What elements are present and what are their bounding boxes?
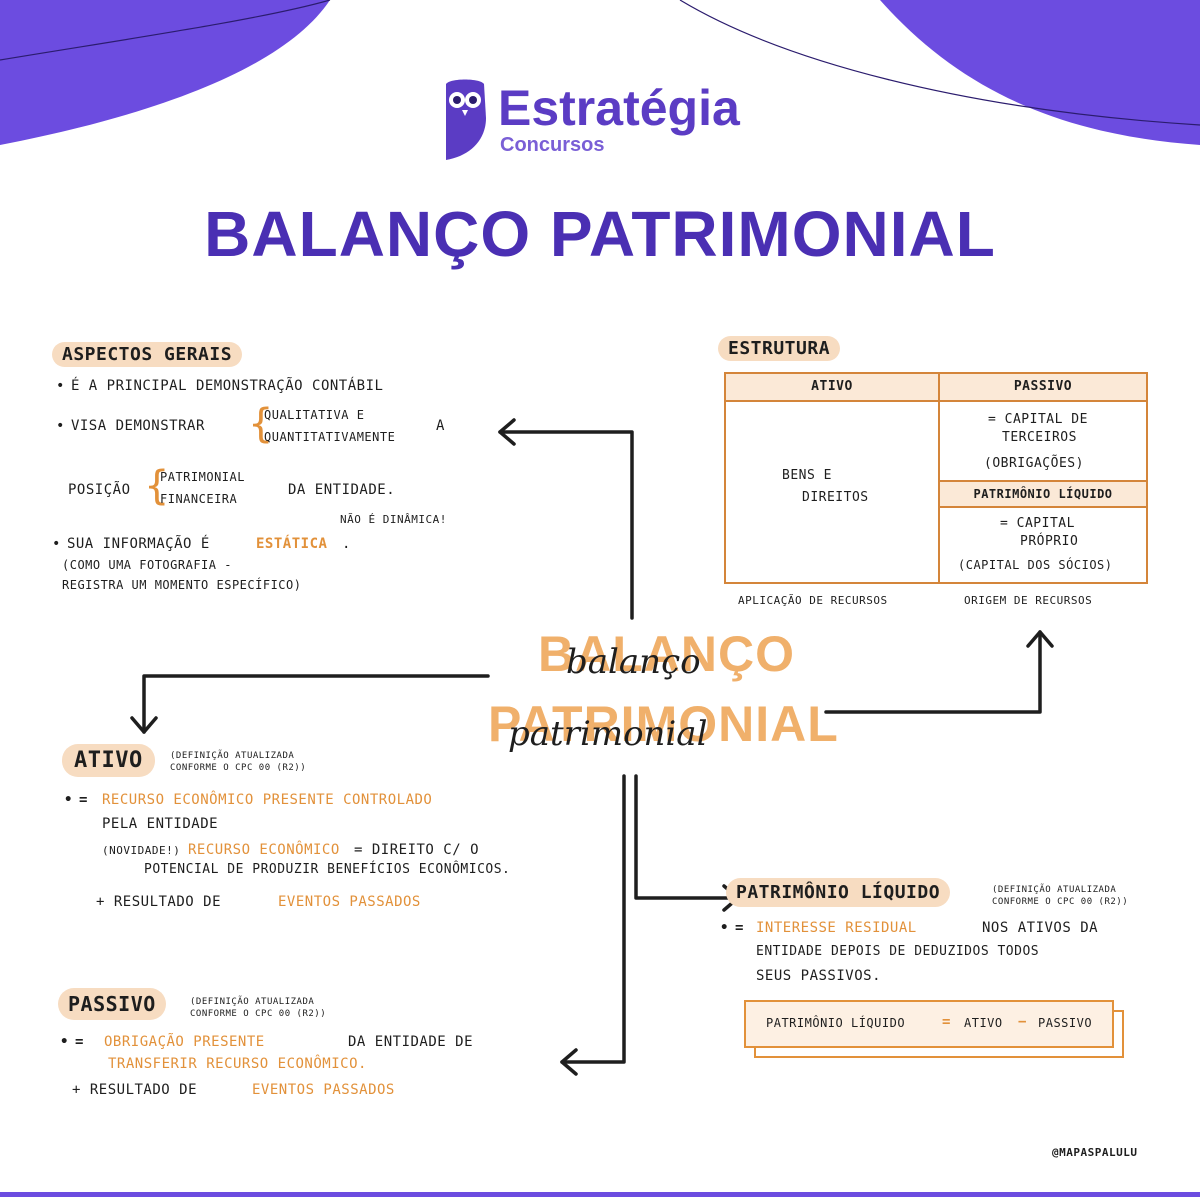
formula-passivo: PASSIVO — [1038, 1016, 1093, 1030]
ativo-def-2: CONFORME O CPC 00 (R2)) — [170, 763, 307, 773]
ativo-eventos: EVENTOS PASSADOS — [278, 894, 421, 910]
passivo-eq: = — [60, 1034, 84, 1050]
brand-name: Estratégia — [498, 80, 740, 136]
arrow-to-passivo — [560, 774, 626, 1064]
passivo-section: PASSIVO (DEFINIÇÃO ATUALIZADA CONFORME O… — [58, 988, 558, 1108]
credit: @MAPASPALULU — [1052, 1146, 1138, 1159]
aspectos-item-2-prefix: VISA DEMONSTRAR — [56, 418, 205, 434]
passivo-eventos: EVENTOS PASSADOS — [252, 1082, 395, 1098]
aspectos-note: NÃO É DINÂMICA! — [340, 513, 447, 526]
pl-interesse: INTERESSE RESIDUAL — [756, 920, 917, 936]
aspectos-pos-opt2: FINANCEIRA — [160, 492, 238, 506]
bottom-border — [0, 1192, 1200, 1197]
ativo-rec-eq: = DIREITO C/ O — [354, 842, 480, 858]
center-script-line2: patrimonial — [508, 714, 708, 754]
aspectos-heading: ASPECTOS GERAIS — [52, 342, 243, 367]
aspectos-item-2-opt1: QUALITATIVA E — [264, 408, 365, 422]
page-title: BALANÇO PATRIMONIAL — [204, 198, 996, 270]
formula-minus: − — [1018, 1014, 1027, 1030]
pl-line-3: SEUS PASSIVOS. — [756, 968, 882, 984]
aspectos-pos-prefix: POSIÇÃO — [68, 482, 131, 498]
formula-eq: = — [942, 1014, 951, 1030]
col-ativo: ATIVO — [726, 374, 940, 402]
foot-left: APLICAÇÃO DE RECURSOS — [738, 594, 888, 607]
pl-heading: PATRIMÔNIO LÍQUIDO — [726, 878, 951, 907]
formula-ativo: ATIVO — [964, 1016, 1003, 1030]
ativo-line-1: RECURSO ECONÔMICO PRESENTE CONTROLADO — [102, 792, 433, 808]
passivo-heading: PASSIVO — [58, 988, 166, 1020]
cap-prop-1: = CAPITAL — [1000, 516, 1075, 531]
col-divider — [938, 400, 940, 582]
col-passivo: PASSIVO — [940, 374, 1146, 402]
estrutura-section: ESTRUTURA ATIVO PASSIVO BENS E DIREITOS … — [718, 336, 1158, 616]
brace-1: { — [248, 401, 274, 447]
aspectos-item-1: É A PRINCIPAL DEMONSTRAÇÃO CONTÁBIL — [56, 378, 383, 394]
aspectos-item-3-prefix: SUA INFORMAÇÃO É — [52, 536, 210, 552]
passivo-def-1: (DEFINIÇÃO ATUALIZADA — [190, 997, 315, 1007]
ativo-novidade: (NOVIDADE!) — [102, 844, 181, 857]
estrutura-heading: ESTRUTURA — [718, 336, 841, 361]
passivo-obrig: OBRIGAÇÃO PRESENTE — [104, 1034, 265, 1050]
passivo-transf: TRANSFERIR RECURSO ECONÔMICO. — [108, 1056, 367, 1072]
arrow-to-estrutura — [824, 630, 1042, 714]
ativo-rec-line-2: POTENCIAL DE PRODUZIR BENEFÍCIOS ECONÔMI… — [144, 862, 511, 877]
center-title: BALANÇO PATRIMONIAL balanço patrimonial — [488, 626, 838, 772]
aspectos-pos-suffix: DA ENTIDADE. — [288, 482, 396, 498]
ativo-section: ATIVO (DEFINIÇÃO ATUALIZADA CONFORME O C… — [62, 744, 582, 924]
brand-logo: Estratégia Concursos — [440, 78, 770, 168]
pl-section: PATRIMÔNIO LÍQUIDO (DEFINIÇÃO ATUALIZADA… — [726, 878, 1176, 1068]
pl-head: PATRIMÔNIO LÍQUIDO — [940, 480, 1146, 508]
brace-2: { — [144, 463, 170, 509]
pl-line-2: ENTIDADE DEPOIS DE DEDUZIDOS TODOS — [756, 944, 1040, 959]
pl-line-1-rest: NOS ATIVOS DA — [982, 920, 1099, 936]
passivo-plus: + RESULTADO DE — [72, 1082, 198, 1098]
aspectos-paren-2: REGISTRA UM MOMENTO ESPECÍFICO) — [62, 578, 302, 592]
cap-socios: (CAPITAL DOS SÓCIOS) — [958, 558, 1113, 572]
bens-2: DIREITOS — [802, 490, 869, 505]
aspectos-section: ASPECTOS GERAIS É A PRINCIPAL DEMONSTRAÇ… — [52, 342, 492, 602]
ativo-eq: = — [64, 792, 88, 808]
aspectos-item-3-dot: . — [342, 536, 351, 552]
brand-subtitle: Concursos — [500, 134, 605, 156]
pl-def-2: CONFORME O CPC 00 (R2)) — [992, 897, 1129, 907]
passivo-line-1-rest: DA ENTIDADE DE — [348, 1034, 474, 1050]
ativo-rec-econ: RECURSO ECONÔMICO — [188, 842, 340, 858]
arrow-to-pl — [634, 774, 740, 900]
pl-def-1: (DEFINIÇÃO ATUALIZADA — [992, 885, 1117, 895]
center-title-line1: BALANÇO — [538, 626, 795, 682]
aspectos-item-2-suffix: A — [436, 418, 445, 434]
center-script-line1: balanço — [566, 642, 701, 682]
ativo-heading: ATIVO — [62, 744, 155, 777]
foot-right: ORIGEM DE RECURSOS — [964, 594, 1093, 607]
aspectos-item-3-highlight: ESTÁTICA — [256, 536, 328, 552]
center-title-line2: PATRIMONIAL — [488, 696, 839, 752]
cap-terc-2: TERCEIROS — [1002, 430, 1077, 445]
arrow-to-ativo — [142, 674, 490, 734]
aspectos-item-2-opt2: QUANTITATIVAMENTE — [264, 430, 396, 444]
pl-eq: = — [720, 920, 744, 936]
owl-icon — [446, 79, 486, 160]
aspectos-pos-opt1: PATRIMONIAL — [160, 470, 245, 484]
pl-formula-box: PATRIMÔNIO LÍQUIDO = ATIVO − PASSIVO — [744, 1000, 1114, 1048]
ativo-plus: + RESULTADO DE — [96, 894, 222, 910]
passivo-def-2: CONFORME O CPC 00 (R2)) — [190, 1009, 327, 1019]
estrutura-table: ATIVO PASSIVO BENS E DIREITOS = CAPITAL … — [724, 372, 1148, 584]
ativo-def-1: (DEFINIÇÃO ATUALIZADA — [170, 751, 295, 761]
arrow-to-aspectos — [498, 430, 634, 620]
aspectos-paren-1: (COMO UMA FOTOGRAFIA - — [62, 558, 232, 572]
cap-prop-2: PRÓPRIO — [1020, 534, 1079, 549]
cap-terc-1: = CAPITAL DE — [988, 412, 1088, 427]
bens-1: BENS E — [782, 468, 832, 483]
obrigacoes: (OBRIGAÇÕES) — [984, 456, 1084, 471]
formula-pl: PATRIMÔNIO LÍQUIDO — [766, 1016, 906, 1030]
ativo-line-2: PELA ENTIDADE — [102, 816, 219, 832]
header-wave — [0, 0, 1200, 145]
